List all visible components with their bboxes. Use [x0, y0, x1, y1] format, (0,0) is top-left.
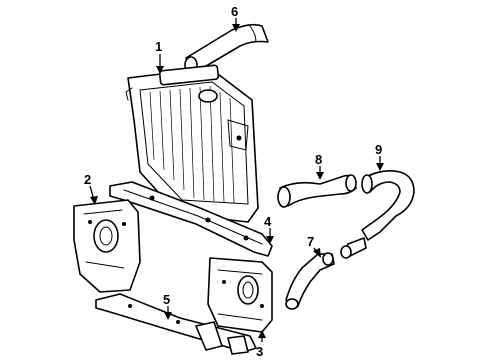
- callout-3: 3: [256, 344, 263, 359]
- water-outlet-hose[interactable]: [285, 252, 335, 310]
- callout-labels: 1 2 3 4 5 6 7 8 9: [84, 4, 382, 359]
- callout-4: 4: [264, 214, 272, 229]
- lower-support[interactable]: [95, 293, 257, 355]
- callout-1: 1: [155, 39, 162, 54]
- radiator[interactable]: [125, 64, 259, 223]
- bypass-hose[interactable]: [340, 170, 415, 259]
- right-side-panel[interactable]: [207, 257, 273, 333]
- callout-6: 6: [231, 4, 238, 19]
- callout-5: 5: [163, 292, 170, 307]
- callout-9: 9: [375, 142, 382, 157]
- left-side-panel[interactable]: [73, 199, 141, 293]
- upper-support[interactable]: [109, 181, 273, 257]
- lower-radiator-hose[interactable]: [277, 174, 357, 208]
- callout-7: 7: [307, 234, 314, 249]
- callout-8: 8: [315, 152, 322, 167]
- upper-radiator-hose[interactable]: [184, 23, 269, 74]
- leader-lines: [89, 18, 384, 342]
- callout-2: 2: [84, 172, 91, 187]
